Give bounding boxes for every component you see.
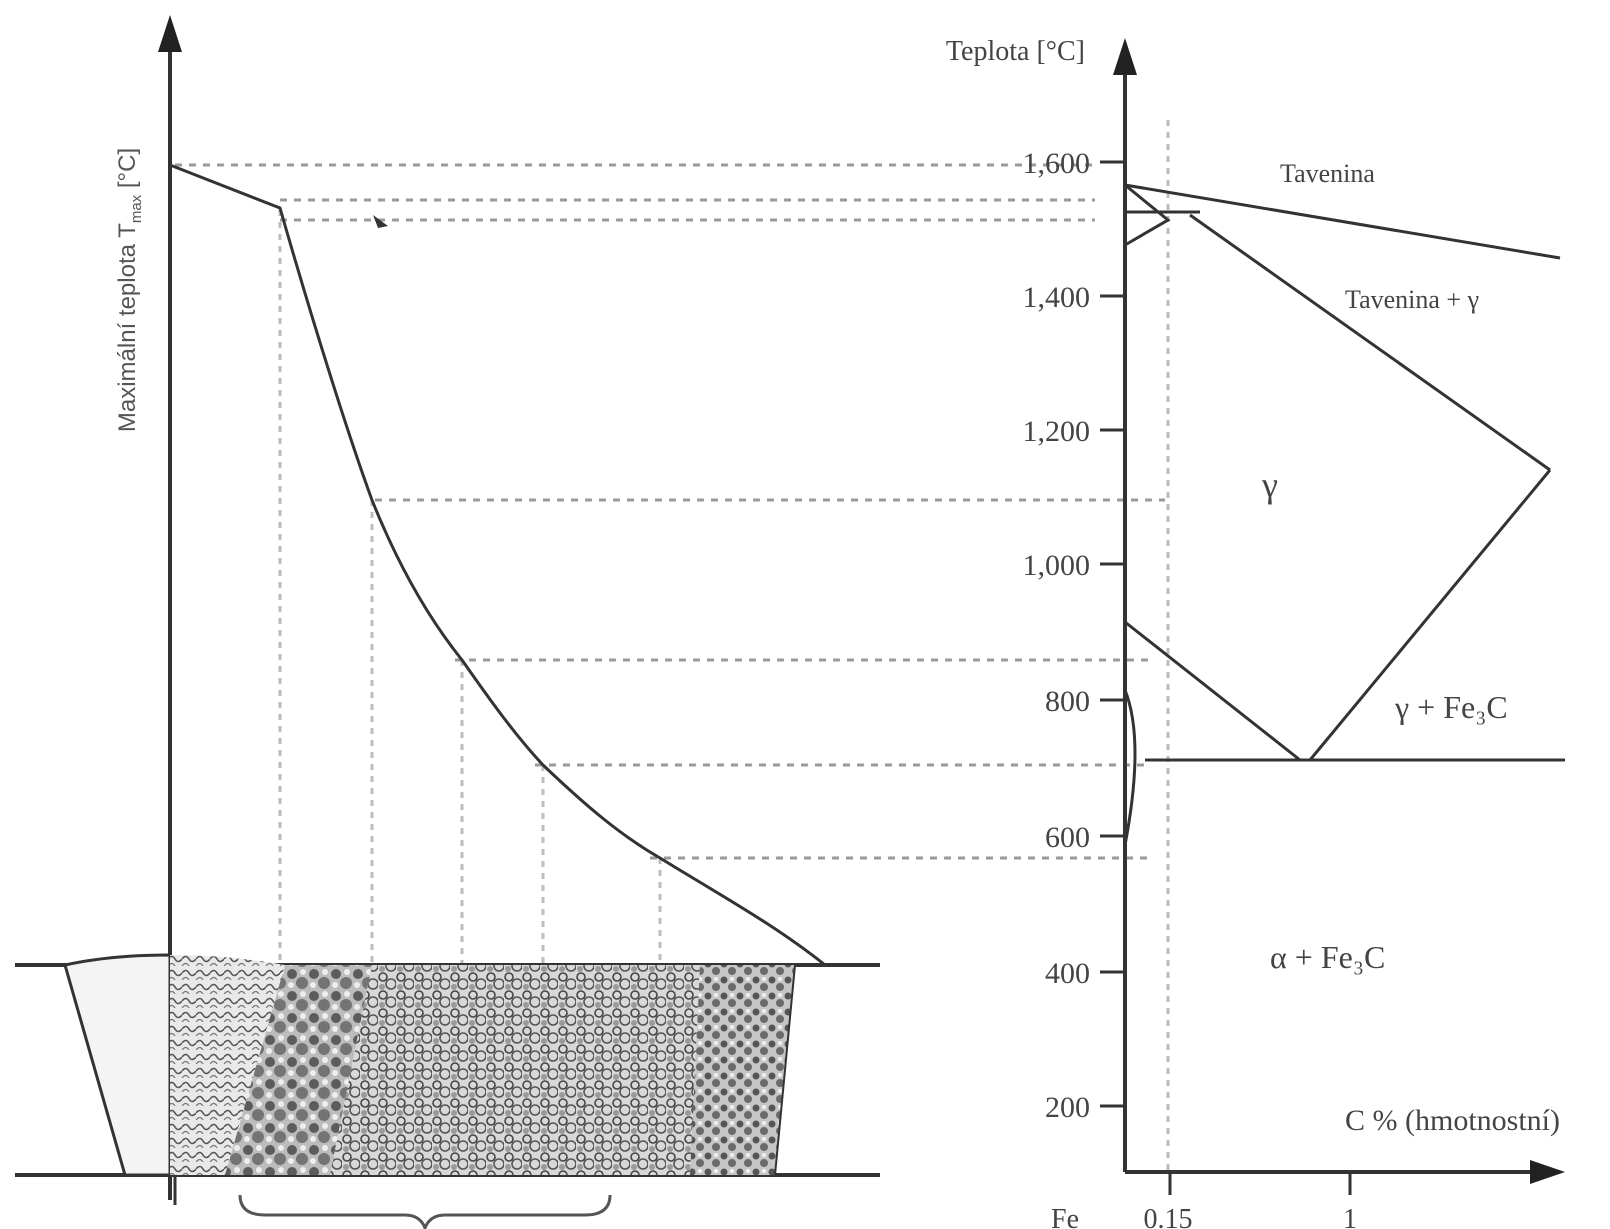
left-panel: Maximální teplota Tmax [°C] [15, 15, 1165, 1229]
haz-boundary [774, 964, 796, 1176]
left-y-axis-label: Maximální teplota Tmax [°C] [114, 148, 145, 432]
region-label-alpha-cementite: α + Fe₃C [1270, 939, 1385, 975]
y-tick-label-1600: 1,600 [1023, 147, 1091, 180]
region-label-liquid: Tavenina [1280, 159, 1375, 188]
acm-line [1308, 469, 1552, 761]
a3-line [1124, 620, 1301, 762]
alpha-solvus [1123, 689, 1137, 846]
right-y-ticks: 1,600 1,400 1,200 1,000 800 600 400 200 [1023, 147, 1125, 1124]
region-label-gamma: γ [1261, 465, 1278, 505]
y-tick-label-400: 400 [1045, 957, 1090, 990]
y-tick-label-600: 600 [1045, 821, 1090, 854]
solidus-line [1189, 213, 1551, 472]
y-tick-label-1200: 1,200 [1023, 415, 1091, 448]
left-y-axis-arrow-icon [158, 15, 182, 52]
y-tick-label-1400: 1,400 [1023, 281, 1091, 314]
right-panel: Teplota [°C] C % (hmotnostní) 1,600 1,40… [946, 36, 1565, 1229]
right-x-axis-label: C % (hmotnostní) [1345, 1104, 1560, 1137]
right-y-axis-arrow-icon [1113, 38, 1137, 75]
arrow-mark-icon [373, 215, 388, 228]
liquidus-line [1124, 183, 1561, 260]
base-metal-region [690, 965, 795, 1175]
region-label-gamma-cementite: γ + Fe₃C [1394, 689, 1508, 725]
haz-fine-grain-region [330, 965, 700, 1175]
delta-region [1124, 183, 1171, 247]
region-label-liquid-gamma: Tavenina + γ [1345, 285, 1479, 314]
y-tick-label-200: 200 [1045, 1091, 1090, 1124]
x-tick-label-fe: Fe [1051, 1204, 1079, 1229]
x-tick-label-1: 1 [1343, 1204, 1357, 1229]
right-y-axis-label: Teplota [°C] [946, 36, 1085, 67]
x-tick-label-015: 0.15 [1144, 1204, 1193, 1229]
y-tick-label-800: 800 [1045, 685, 1090, 718]
haz-brace [238, 1194, 612, 1229]
right-x-axis-arrow-icon [1530, 1160, 1565, 1184]
fusion-zone [170, 955, 285, 1175]
phase-boundaries [1123, 183, 1565, 846]
coarse-grain-wedge [225, 965, 372, 1175]
y-tick-label-1000: 1,000 [1023, 549, 1091, 582]
weld-metal-left [63, 953, 172, 1177]
peak-temperature-curve [169, 163, 826, 967]
